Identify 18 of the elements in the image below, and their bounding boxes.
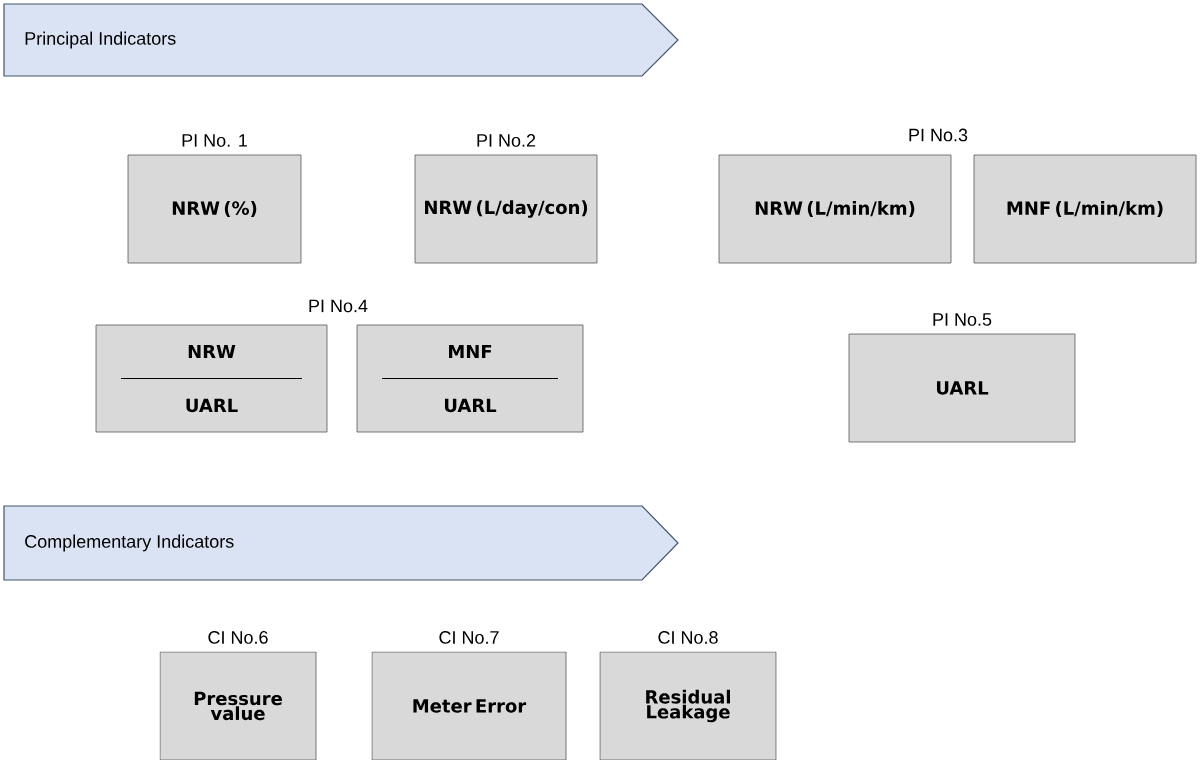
box-caption: PI No.5 (933, 313, 992, 326)
indicator-box: MNF UARL (356, 324, 584, 433)
indicator-box: NRW UARL (95, 324, 328, 433)
box-caption: CI No.6 (208, 631, 268, 644)
indicator-box: MNF (L/min/km) (973, 154, 1197, 264)
indicator-box: Meter Error (371, 651, 567, 760)
indicator-box: NRW (L/day/con) (414, 154, 598, 264)
indicator-box: UARL (848, 333, 1076, 443)
box-caption: PI No. 1 (182, 134, 247, 147)
indicator-box: NRW (L/min/km) (718, 154, 952, 264)
group-caption: PI No.3 (909, 128, 968, 142)
box-caption: CI No.7 (439, 631, 499, 644)
indicator-box: Residual Leakage (599, 651, 777, 760)
box-caption: PI No.2 (477, 134, 536, 147)
group-caption: PI No.4 (309, 299, 368, 313)
box-caption: CI No.8 (658, 631, 718, 644)
indicator-box: NRW (%) (127, 154, 302, 264)
indicator-box: Pressure value (159, 651, 317, 760)
